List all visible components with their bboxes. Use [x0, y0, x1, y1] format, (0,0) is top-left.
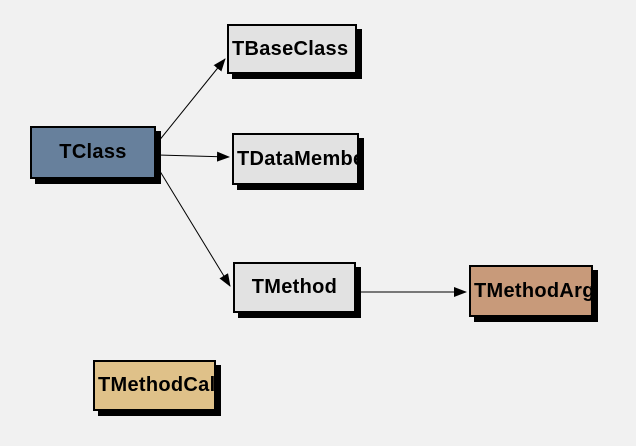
edge-tclass-tbaseclass: [157, 58, 226, 143]
node-tdatamember[interactable]: TDataMember: [232, 133, 359, 185]
node-tmethod[interactable]: TMethod: [233, 262, 356, 313]
node-tmethodarg[interactable]: TMethodArg: [469, 265, 593, 317]
node-tbaseclass-label: TBaseClass: [232, 37, 349, 60]
edge-tclass-tdatamember: [157, 151, 230, 162]
node-tmethodarg-label: TMethodArg: [474, 279, 593, 302]
node-tbaseclass[interactable]: TBaseClass: [227, 24, 357, 74]
node-tmethodcall-label: TMethodCall: [98, 374, 216, 396]
node-tclass[interactable]: TClass: [30, 126, 156, 179]
node-tmethodcall[interactable]: TMethodCall: [93, 360, 216, 411]
node-tclass-label: TClass: [59, 141, 127, 163]
node-tmethod-label: TMethod: [251, 276, 338, 298]
node-tdatamember-label: TDataMember: [237, 147, 357, 170]
edge-tclass-tmethod: [157, 167, 231, 287]
